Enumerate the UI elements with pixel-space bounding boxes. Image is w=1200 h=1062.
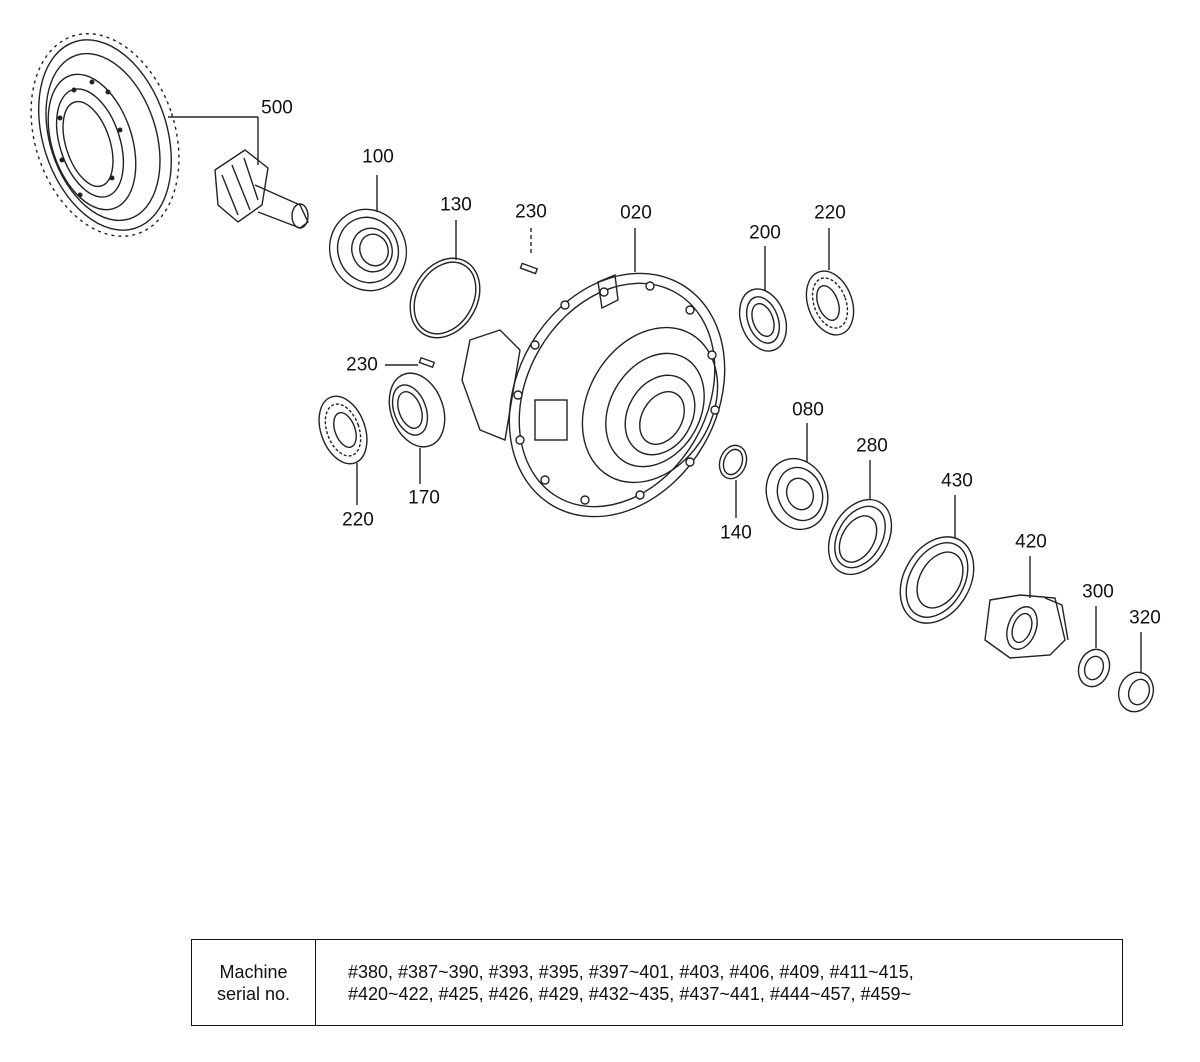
part-230-pin-upper [519, 262, 539, 275]
callout-430: 430 [941, 470, 973, 492]
callout-080: 080 [792, 399, 824, 421]
serial-number-table: Machine serial no. #380, #387~390, #393,… [191, 939, 1123, 1026]
callout-500: 500 [261, 97, 293, 119]
serial-values-line2: #420~422, #425, #426, #429, #432~435, #4… [348, 983, 912, 1004]
callout-200: 200 [749, 222, 781, 244]
part-500-pinion [214, 149, 309, 229]
part-130-ring [409, 257, 481, 339]
serial-values-line1: #380, #387~390, #393, #395, #397~401, #4… [348, 961, 914, 982]
callout-220-upper: 220 [814, 202, 846, 224]
part-430-cover [899, 536, 975, 624]
part-230-pin-lower [418, 356, 436, 369]
callout-130: 130 [440, 194, 472, 216]
table-row: Machine serial no. #380, #387~390, #393,… [191, 939, 1123, 1026]
serial-values-cell: #380, #387~390, #393, #395, #397~401, #4… [315, 939, 1123, 1026]
callout-100: 100 [362, 146, 394, 168]
part-300-nut [1077, 648, 1111, 688]
callout-320: 320 [1129, 607, 1161, 629]
callout-420: 420 [1015, 531, 1047, 553]
part-220-bearing-lower [318, 395, 368, 465]
part-200-seal [738, 288, 788, 352]
part-500-ring-gear [30, 33, 180, 237]
part-080-bearing [765, 457, 829, 531]
part-020-housing [461, 272, 726, 518]
callout-230-upper: 230 [515, 201, 547, 223]
callout-020: 020 [620, 202, 652, 224]
part-220-bearing-upper [805, 270, 855, 336]
serial-label-cell: Machine serial no. [191, 939, 316, 1026]
callout-170: 170 [408, 487, 440, 509]
part-100-bearing [328, 208, 408, 292]
callout-230-lower: 230 [346, 354, 378, 376]
part-420-flange [984, 594, 1069, 659]
callout-300: 300 [1082, 581, 1114, 603]
part-320-washer [1117, 671, 1155, 713]
callout-280: 280 [856, 435, 888, 457]
callout-140: 140 [720, 522, 752, 544]
serial-label-line1: Machine [219, 961, 288, 982]
callout-220-lower: 220 [342, 509, 374, 531]
serial-label-line2: serial no. [216, 983, 291, 1004]
part-280-seal [827, 498, 893, 576]
part-140-ring [718, 444, 748, 480]
part-170-bearing [388, 372, 446, 448]
